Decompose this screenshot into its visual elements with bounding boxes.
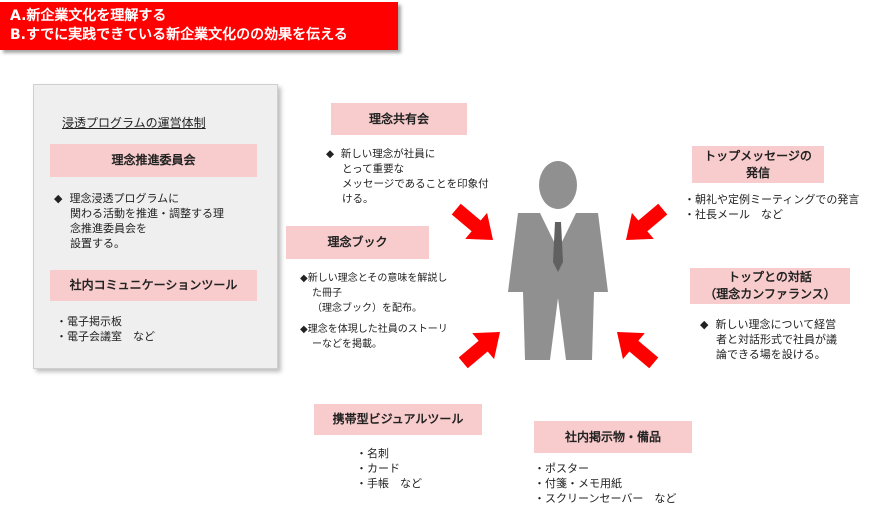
objective-banner: A.新企業文化を理解する B.すでに実践できている新企業文化のの効果を伝える — [0, 2, 398, 50]
book-header: 理念ブック — [286, 226, 429, 259]
committee-text: ◆ 理念浸透プログラムに 関わる活動を推進・調整する理 念推進委員会を 設置する… — [54, 192, 224, 250]
comm-tools-list: ・電子掲示板 ・電子会議室 など — [56, 315, 155, 343]
red-arrow-icon — [626, 203, 668, 240]
panel-title: 浸透プログラムの運営体制 — [62, 116, 206, 130]
sharing-header: 理念共有会 — [331, 103, 467, 135]
committee-header: 理念推進委員会 — [50, 144, 257, 177]
comm-tools-header: 社内コミュニケーションツール — [50, 270, 257, 301]
board-items-header: 社内掲示物・備品 — [534, 421, 692, 453]
mobile-tools-header: 携帯型ビジュアルツール — [314, 404, 482, 435]
objective-a: A.新企業文化を理解する — [10, 8, 167, 24]
bullet-icon: ◆ — [700, 318, 709, 331]
operation-structure-panel: 浸透プログラムの運営体制 理念推進委員会 ◆ 理念浸透プログラムに 関わる活動を… — [33, 84, 278, 369]
bullet-icon: ◆ — [326, 148, 335, 160]
board-items-list: ・ポスター ・付箋・メモ用紙 ・スクリーンセーバー など — [534, 462, 677, 505]
sharing-text: ◆ 新しい理念が社員に とって重要な メッセージであることを印象付 ける。 — [326, 148, 489, 205]
top-message-header: トップメッセージの 発信 — [692, 146, 824, 183]
book-text: ◆新しい理念とその意味を解説し た冊子 （理念ブック）を配布。 ◆理念を体現した… — [300, 273, 448, 350]
objective-b: B.すでに実践できている新企業文化のの効果を伝える — [10, 27, 348, 43]
dialogue-text: ◆ 新しい理念について経営 者と対話形式で社員が議 論できる場を設ける。 — [700, 318, 837, 361]
top-message-list: ・朝礼や定例ミーティングでの発言 ・社長メール など — [684, 193, 860, 221]
red-arrow-icon — [617, 332, 659, 369]
bullet-icon: ◆ — [54, 192, 63, 205]
mobile-tools-list: ・名刺 ・カード ・手帳 など — [356, 447, 422, 490]
dialogue-header: トップとの対話 （理念カンファランス） — [690, 268, 850, 304]
businessman-icon — [508, 161, 608, 360]
